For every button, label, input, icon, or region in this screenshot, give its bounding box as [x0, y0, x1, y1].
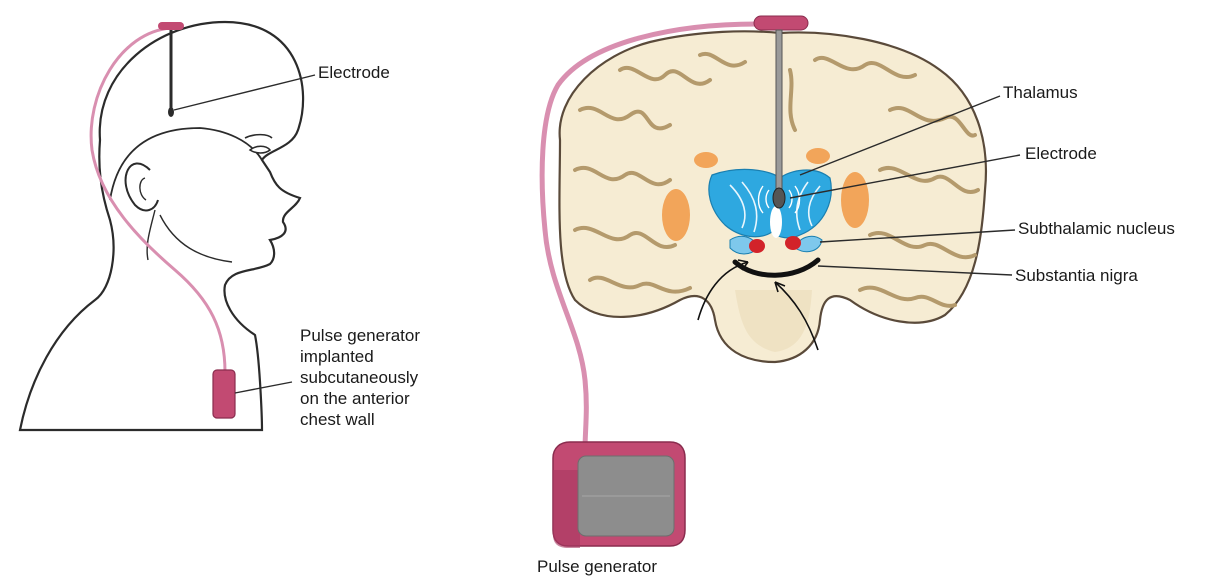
head-profile-figure: Electrode Pulse generator implanted subc… — [20, 22, 425, 430]
red-nucleus-left — [749, 239, 765, 253]
left-electrode-tip — [168, 107, 174, 117]
thalamus-label: Thalamus — [1003, 83, 1078, 102]
pulse-generator-label: Pulse generator — [537, 557, 657, 576]
right-electrode-tip — [773, 188, 785, 208]
thalamus — [709, 169, 831, 237]
head-outline — [20, 22, 303, 430]
left-burr-cap — [158, 22, 184, 30]
putamen-right — [841, 172, 869, 228]
left-electrode-label: Electrode — [318, 63, 390, 82]
caudate-left — [694, 152, 718, 168]
caudate-right — [806, 148, 830, 164]
pulse-generator-device — [553, 442, 685, 548]
third-ventricle — [770, 206, 782, 238]
left-pulse-generator-label: Pulse generator implanted subcutaneously… — [300, 326, 425, 429]
substantia-nigra-label: Substantia nigra — [1015, 266, 1138, 285]
pulse-generator-side — [553, 470, 580, 548]
left-pulse-generator — [213, 370, 235, 418]
right-burr-cap — [754, 16, 808, 30]
right-electrode-shaft — [776, 30, 782, 190]
brain-section-figure: Thalamus Electrode Subthalamic nucleus S… — [537, 16, 1175, 576]
red-nucleus-right — [785, 236, 801, 250]
right-electrode-label: Electrode — [1025, 144, 1097, 163]
putamen-left — [662, 189, 690, 241]
subthalamic-nucleus-label: Subthalamic nucleus — [1018, 219, 1175, 238]
eye-icon — [250, 146, 270, 153]
